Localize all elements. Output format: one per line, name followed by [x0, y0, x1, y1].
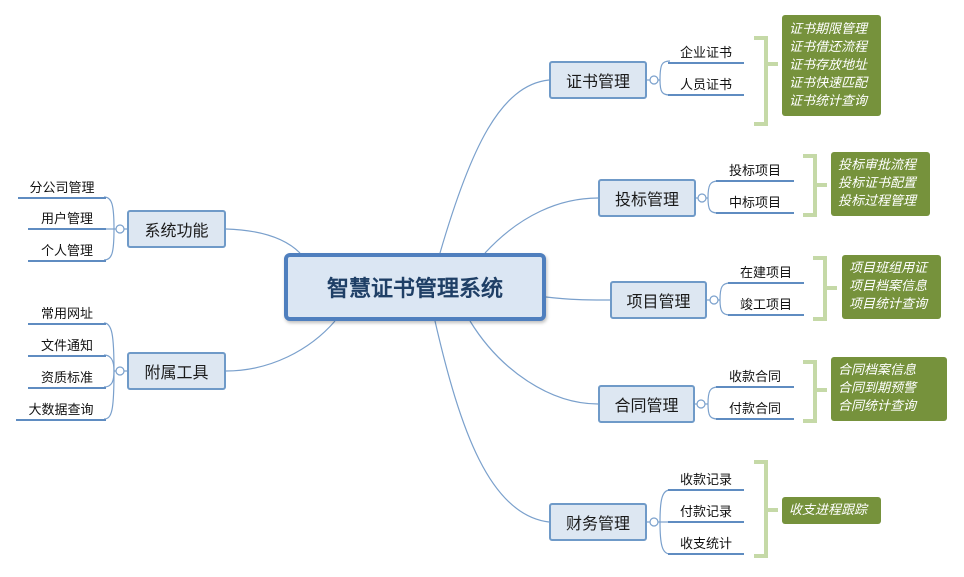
- link-root-cert: [439, 79, 550, 254]
- note-line: 项目班组用证: [849, 261, 928, 276]
- note-finance: 收支进程跟踪: [782, 497, 881, 524]
- branch-system-functions[interactable]: 系统功能: [127, 210, 226, 248]
- leaf-payment-record[interactable]: 付款记录: [668, 499, 744, 523]
- links-tools-leaves: [103, 322, 127, 420]
- note-certificate: 证书期限管理 证书借还流程 证书存放地址 证书快速匹配 证书统计查询: [782, 15, 881, 116]
- branch-project-management[interactable]: 项目管理: [610, 281, 707, 319]
- note-line: 证书统计查询: [789, 93, 868, 109]
- leaf-user-management[interactable]: 用户管理: [28, 206, 106, 230]
- link-root-project: [545, 296, 611, 301]
- branch-certificate-management[interactable]: 证书管理: [549, 61, 647, 99]
- note-line: 证书存放地址: [789, 57, 868, 73]
- leaf-personnel-certificate[interactable]: 人员证书: [668, 72, 744, 96]
- leaf-big-data-query[interactable]: 大数据查询: [16, 397, 106, 421]
- note-line: 证书快速匹配: [789, 75, 868, 91]
- note-line: 项目档案信息: [849, 279, 928, 294]
- note-brackets: [754, 36, 837, 558]
- note-line: 合同到期预警: [838, 381, 917, 396]
- leaf-enterprise-certificate[interactable]: 企业证书: [668, 40, 744, 64]
- leaf-completed-project[interactable]: 竣工项目: [728, 292, 804, 316]
- note-line: 收支进程跟踪: [789, 502, 868, 518]
- note-line: 证书借还流程: [789, 39, 868, 55]
- note-line: 投标过程管理: [838, 194, 917, 209]
- links-bid-leaves: [696, 180, 719, 214]
- leaf-personal-management[interactable]: 个人管理: [28, 238, 106, 262]
- branch-auxiliary-tools[interactable]: 附属工具: [127, 352, 226, 390]
- branch-finance-management[interactable]: 财务管理: [549, 503, 647, 541]
- links-cert-leaves: [647, 60, 671, 96]
- links-contract-leaves: [695, 386, 719, 420]
- note-line: 证书期限管理: [789, 21, 868, 37]
- leaf-bidding-project[interactable]: 投标项目: [716, 158, 794, 182]
- note-line: 合同档案信息: [838, 363, 917, 378]
- note-line: 投标审批流程: [838, 158, 917, 173]
- link-root-finance: [434, 320, 550, 523]
- leaf-under-construction-project[interactable]: 在建项目: [728, 260, 804, 284]
- note-bid: 投标审批流程 投标证书配置 投标过程管理: [831, 152, 930, 216]
- leaf-won-bid-project[interactable]: 中标项目: [716, 190, 794, 214]
- link-root-system: [225, 228, 301, 254]
- leaf-qualification-standards[interactable]: 资质标准: [28, 365, 106, 389]
- leaf-file-notice[interactable]: 文件通知: [28, 333, 106, 357]
- root-node[interactable]: 智慧证书管理系统: [284, 253, 546, 321]
- links-system-leaves: [103, 196, 127, 261]
- note-contract: 合同档案信息 合同到期预警 合同统计查询: [831, 357, 947, 421]
- note-line: 合同统计查询: [838, 399, 917, 414]
- leaf-payable-contract[interactable]: 付款合同: [716, 396, 794, 420]
- link-root-tools: [225, 320, 336, 372]
- note-line: 项目统计查询: [849, 297, 928, 312]
- leaf-common-urls[interactable]: 常用网址: [28, 301, 106, 325]
- links-project-leaves: [707, 282, 731, 316]
- leaf-income-expense-statistics[interactable]: 收支统计: [668, 531, 744, 555]
- leaf-receipt-record[interactable]: 收款记录: [668, 467, 744, 491]
- link-root-bid: [484, 197, 599, 254]
- note-project: 项目班组用证 项目档案信息 项目统计查询: [842, 255, 941, 319]
- leaf-branch-office-management[interactable]: 分公司管理: [18, 175, 106, 199]
- links-finance-leaves: [647, 489, 671, 555]
- branch-bid-management[interactable]: 投标管理: [598, 179, 696, 217]
- leaf-receivable-contract[interactable]: 收款合同: [716, 364, 794, 388]
- note-line: 投标证书配置: [838, 176, 917, 191]
- branch-contract-management[interactable]: 合同管理: [598, 385, 695, 423]
- link-root-contract: [469, 320, 599, 405]
